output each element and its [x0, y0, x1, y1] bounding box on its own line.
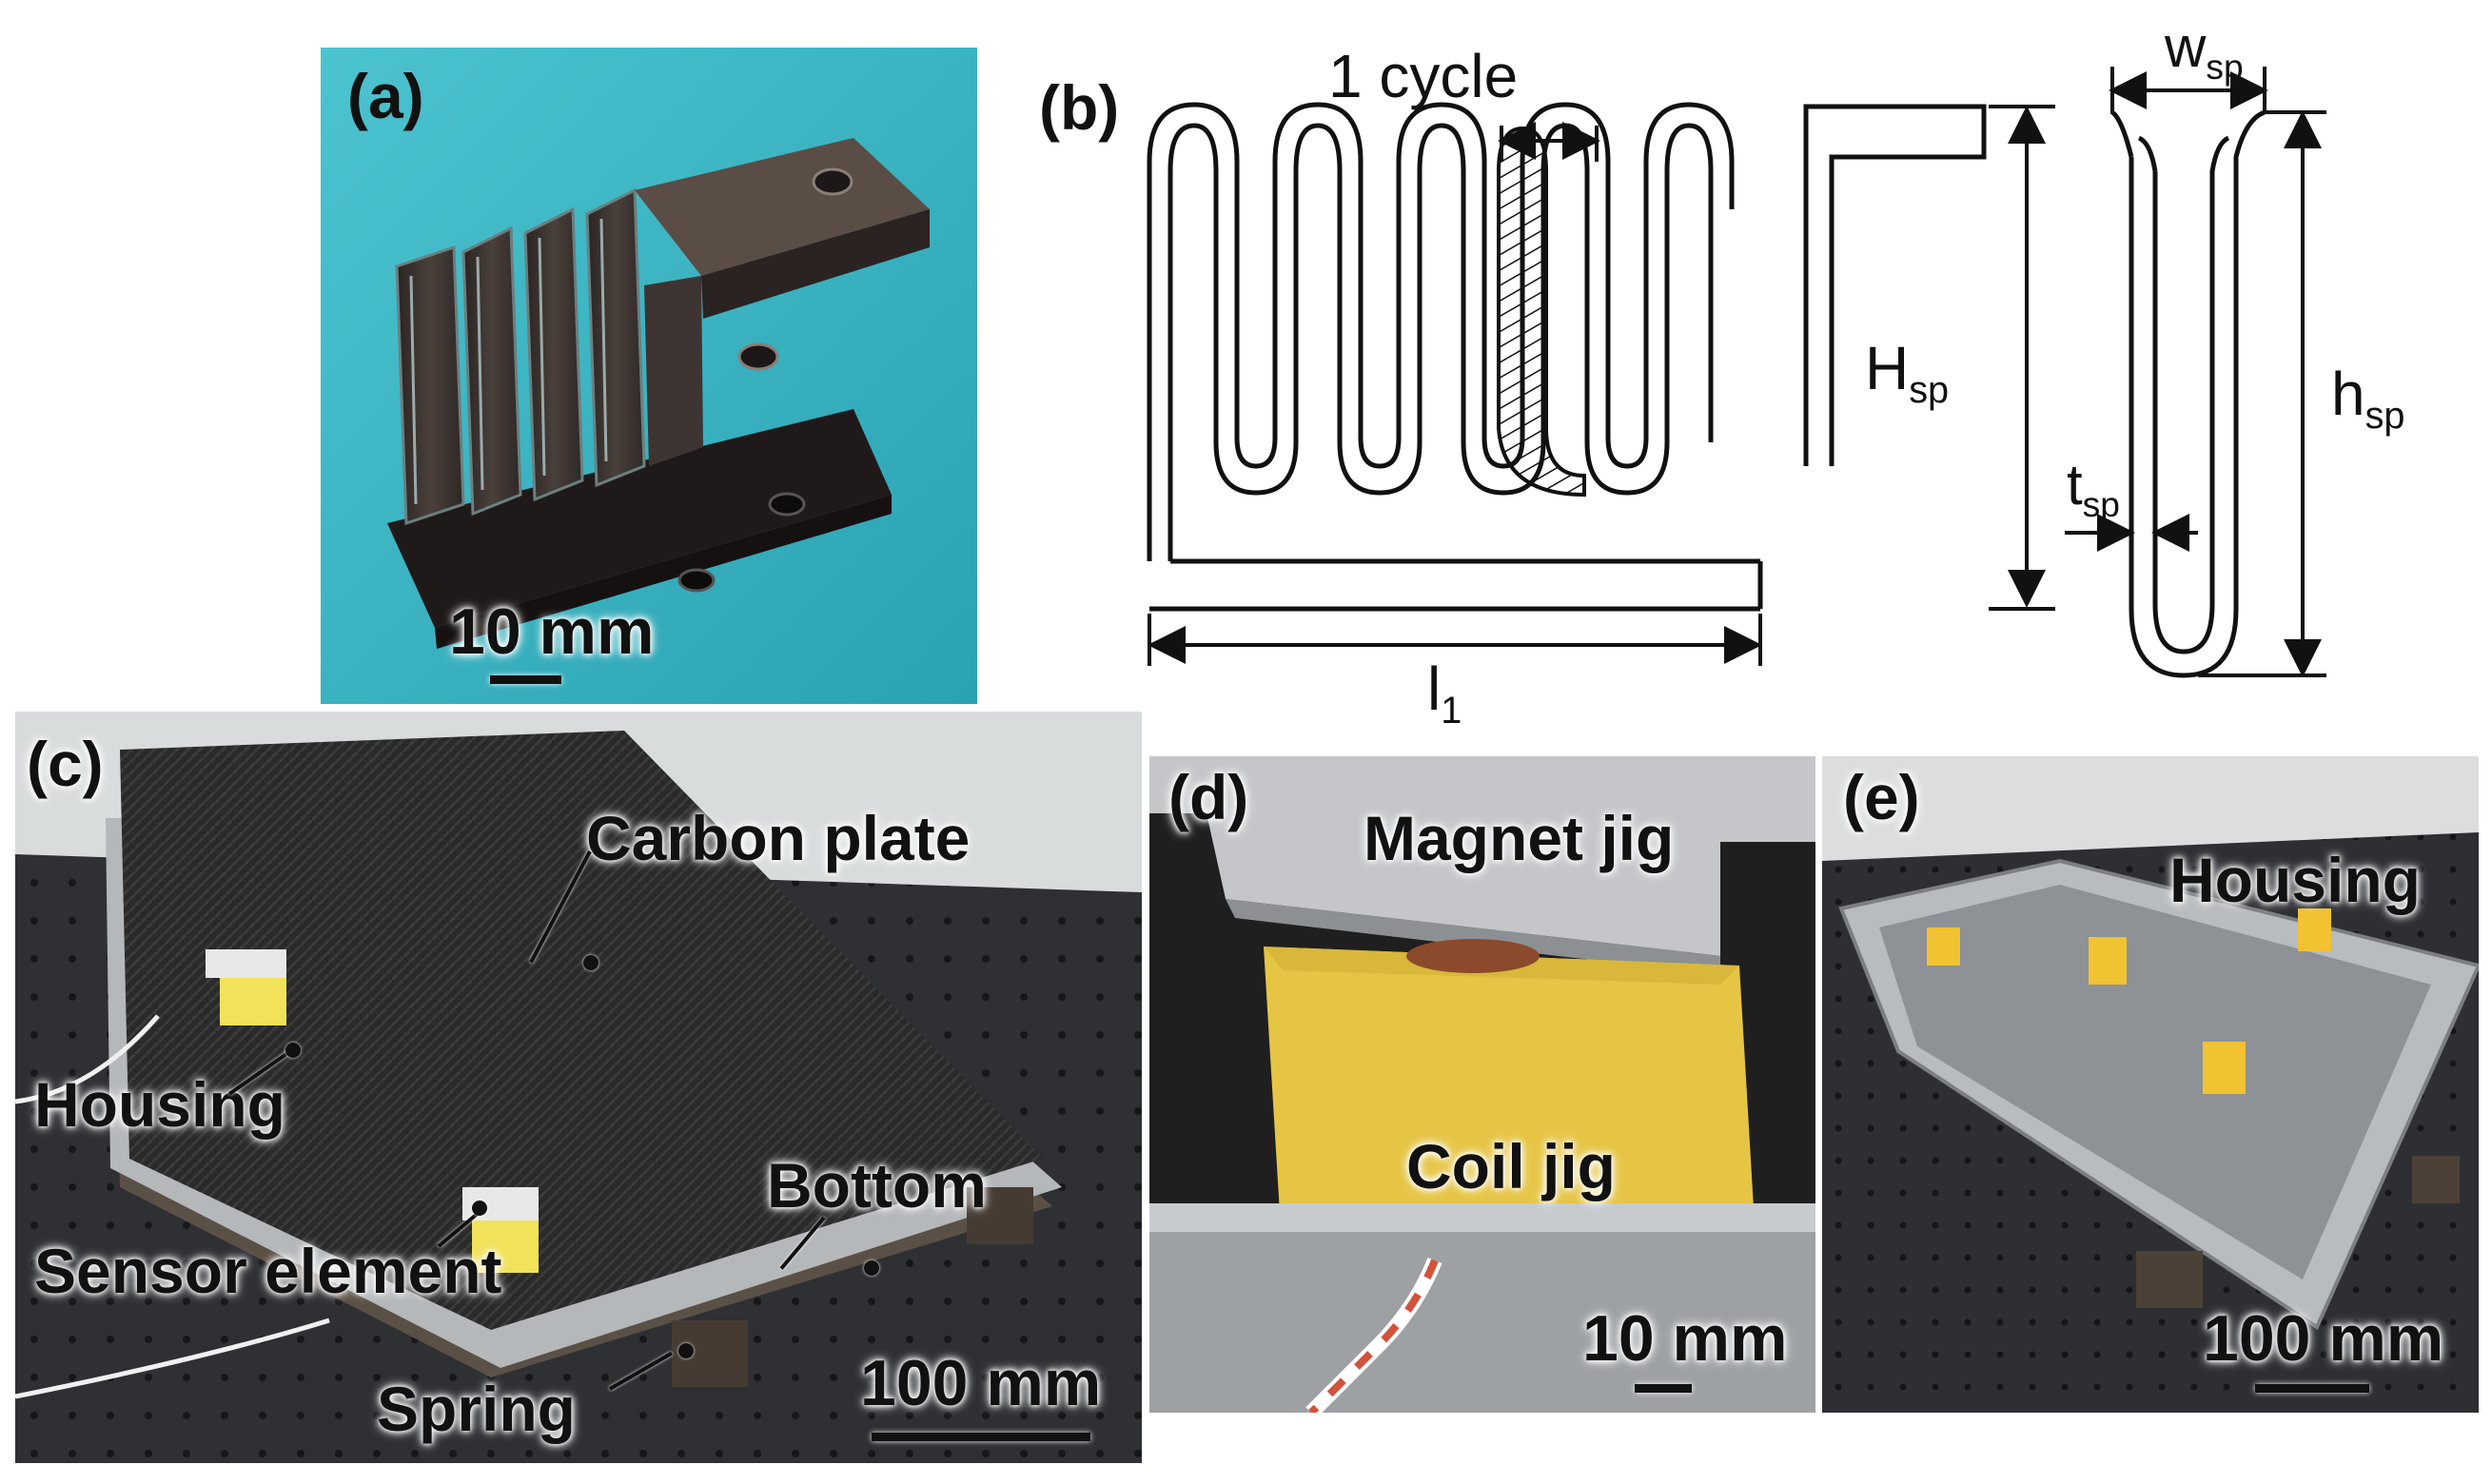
panel-e-scale-text: 100 mm	[2203, 1302, 2444, 1375]
h-sp-label: Hsp	[1865, 334, 1950, 411]
panel-d-scale-bar	[1635, 1384, 1692, 1393]
sensor-element-label: Sensor element	[34, 1236, 502, 1306]
t-sp-label: tsp	[2067, 453, 2120, 525]
panel-e-label: (e)	[1843, 762, 1920, 832]
panel-d-scale-text: 10 mm	[1582, 1302, 1788, 1375]
bottom-label: Bottom	[767, 1150, 987, 1220]
panel-c-scale-text: 100 mm	[860, 1347, 1102, 1419]
jig-illustration	[1149, 756, 1815, 1413]
spring-dimension-diagram	[1147, 67, 2326, 678]
magnet-jig-label: Magnet jig	[1364, 803, 1675, 873]
panel-c-label: (c)	[27, 729, 104, 799]
bottom-dot	[864, 1260, 879, 1276]
w-sp-label: wsp	[2165, 19, 2244, 88]
panel-a-scale-bar	[490, 675, 561, 684]
spring-label: Spring	[377, 1374, 576, 1444]
coil-jig-label: Coil jig	[1406, 1131, 1616, 1201]
panel-e-scale-bar	[2255, 1384, 2369, 1393]
panel-d-label: (d)	[1168, 762, 1249, 832]
spring-photo-illustration	[321, 48, 977, 704]
panel-a-photo: (a) 10 mm	[321, 48, 977, 704]
panel-c-photo: (c) Carbon plate Housing Bottom Sensor e…	[15, 712, 1142, 1463]
l1-label: l1	[1427, 654, 1462, 723]
h-sp-small-label: hsp	[2331, 360, 2405, 437]
carbon-plate-label: Carbon plate	[586, 803, 971, 873]
housing-label-e: Housing	[2169, 845, 2421, 915]
sensor-dot	[472, 1201, 487, 1216]
panel-d-photo: (d) Magnet jig Coil jig 10 mm	[1149, 756, 1815, 1413]
panel-c-scale-bar	[872, 1433, 1090, 1441]
panel-b-diagram: (b) 1 cycle Hsp l1 wsp hsp tsp	[1028, 19, 2436, 723]
housing-dot	[285, 1043, 301, 1058]
sensor-assembly-illustration	[15, 712, 1142, 1463]
panel-a-scale-text: 10 mm	[449, 596, 655, 668]
panel-b-label: (b)	[1039, 72, 1120, 143]
panel-a-label: (a)	[347, 61, 424, 131]
housing-illustration	[1822, 756, 2479, 1413]
cycle-label: 1 cycle	[1328, 42, 1519, 110]
spring-dot	[678, 1343, 694, 1358]
panel-e-photo: (e) Housing 100 mm	[1822, 756, 2479, 1413]
carbon-plate-dot	[583, 955, 598, 970]
